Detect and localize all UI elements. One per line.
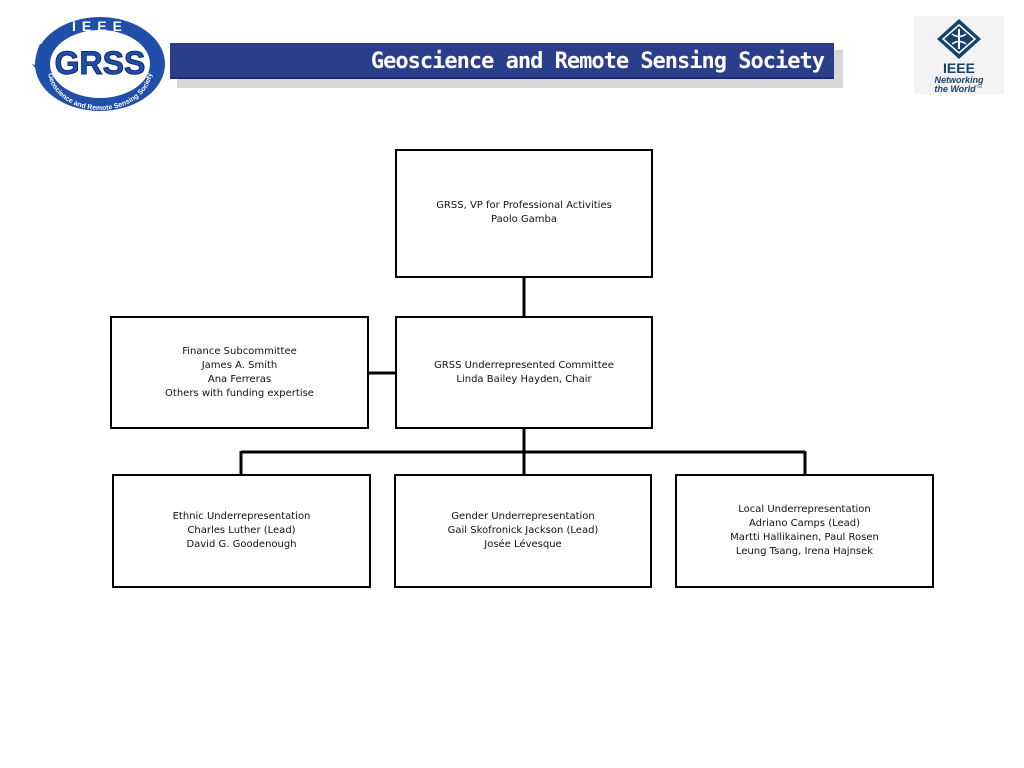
node-line: Ethnic Underrepresentation bbox=[172, 511, 311, 522]
ieee-logo-trademark: TM bbox=[976, 84, 982, 89]
node-line: James A. Smith bbox=[201, 359, 278, 371]
grss-logo-top-text: IEEE bbox=[72, 18, 128, 34]
node-line: GRSS Underrepresented Committee bbox=[434, 359, 614, 371]
ieee-logo-tagline-2: the World bbox=[934, 84, 976, 94]
grss-logo: IEEE GRSS Geoscience and Remote Sensing … bbox=[32, 15, 167, 113]
node-line: Charles Luther (Lead) bbox=[187, 525, 296, 536]
title-banner: Geoscience and Remote Sensing Society bbox=[170, 43, 834, 79]
node-local-underrepresentation: Local Underrepresentation Adriano Camps … bbox=[675, 474, 934, 588]
node-line: Martti Hallikainen, Paul Rosen bbox=[730, 532, 879, 543]
node-line: Gender Underrepresentation bbox=[451, 511, 595, 522]
ieee-logo-brand: IEEE bbox=[943, 60, 975, 76]
node-line: Ana Ferreras bbox=[207, 373, 272, 385]
node-underrepresented-committee: GRSS Underrepresented Committee Linda Ba… bbox=[395, 316, 653, 429]
ieee-logo-tagline-1: Networking bbox=[934, 75, 984, 85]
node-line: GRSS, VP for Professional Activities bbox=[436, 200, 612, 211]
node-line: Finance Subcommittee bbox=[182, 345, 297, 357]
node-gender-underrepresentation: Gender Underrepresentation Gail Skofroni… bbox=[394, 474, 652, 588]
node-vp-professional-activities: GRSS, VP for Professional Activities Pao… bbox=[395, 149, 653, 278]
grss-logo-main-text: GRSS bbox=[55, 45, 146, 81]
ieee-logo: IEEE Networking the World TM bbox=[914, 16, 1004, 94]
node-line: Adriano Camps (Lead) bbox=[748, 518, 861, 529]
node-line: Josée Lévesque bbox=[484, 539, 562, 550]
node-line: Gail Skofronick Jackson (Lead) bbox=[447, 525, 599, 536]
node-line: Paolo Gamba bbox=[491, 214, 557, 225]
node-finance-subcommittee: Finance Subcommittee James A. Smith Ana … bbox=[110, 316, 369, 429]
page-title: Geoscience and Remote Sensing Society bbox=[370, 49, 825, 74]
node-line: Local Underrepresentation bbox=[738, 504, 871, 515]
node-line: Linda Bailey Hayden, Chair bbox=[456, 373, 592, 385]
node-line: David G. Goodenough bbox=[186, 539, 297, 550]
node-ethnic-underrepresentation: Ethnic Underrepresentation Charles Luthe… bbox=[112, 474, 371, 588]
node-line: Leung Tsang, Irena Hajnsek bbox=[735, 546, 874, 557]
node-line: Others with funding expertise bbox=[165, 387, 314, 399]
